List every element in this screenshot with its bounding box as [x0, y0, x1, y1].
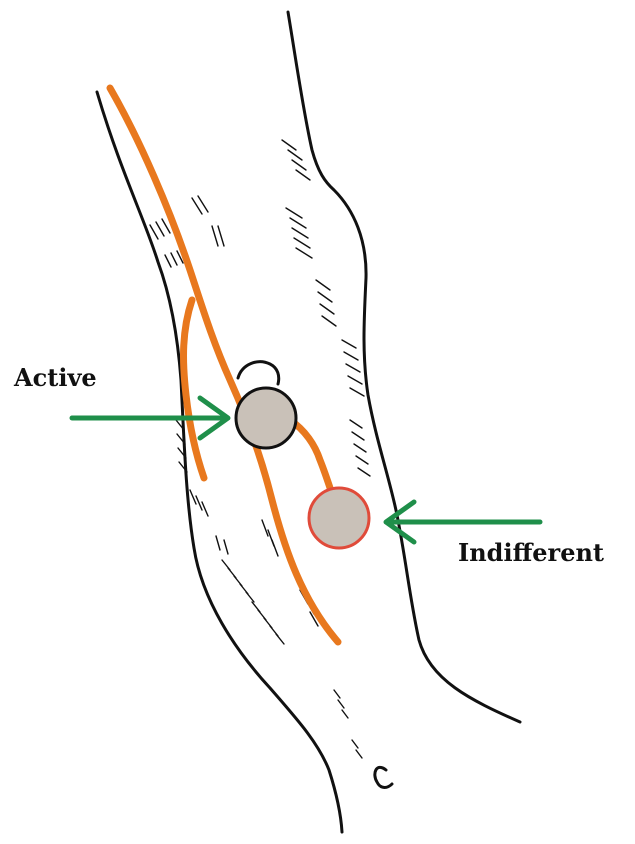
leg-outline-right — [288, 12, 520, 722]
arrow-left-icon — [386, 502, 540, 542]
nerve-branch-right — [290, 420, 334, 500]
nerve-main — [110, 88, 338, 642]
ankle-curl — [375, 767, 392, 787]
nerve-branch-left — [184, 300, 204, 478]
arrow-right-icon — [72, 398, 228, 438]
leg-outline-left — [97, 92, 342, 832]
active-electrode — [236, 388, 296, 448]
indifferent-label: Indifferent — [458, 538, 604, 567]
patella-arc — [238, 362, 279, 384]
active-label: Active — [14, 363, 97, 392]
indifferent-electrode — [309, 488, 369, 548]
